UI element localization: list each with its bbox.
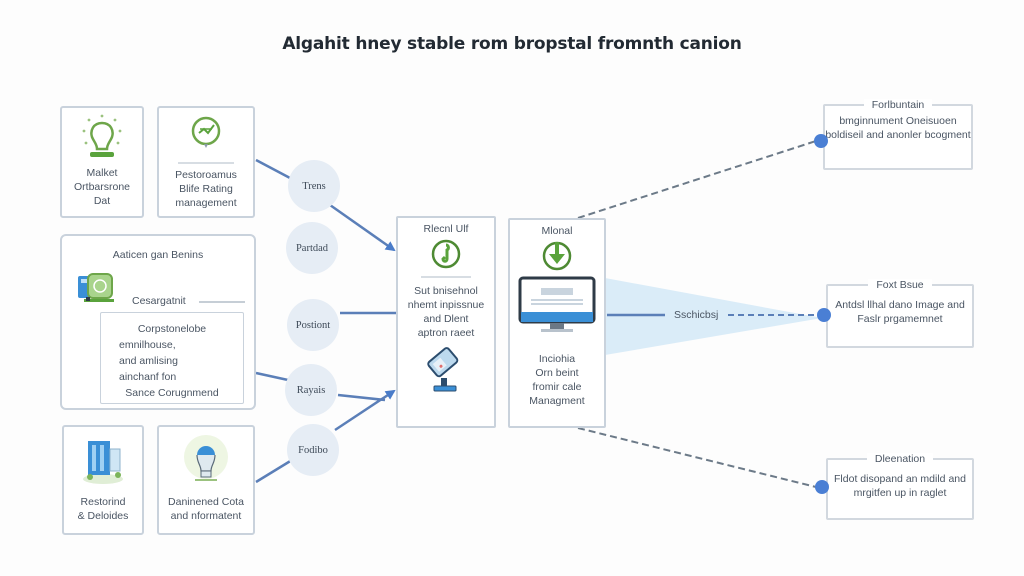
device-cluster-icon bbox=[74, 270, 118, 310]
monitor-icon bbox=[510, 272, 604, 338]
panel-line: Managment bbox=[529, 395, 585, 407]
detail-line: ainchanf fon bbox=[119, 371, 177, 383]
node-trens[interactable]: Trens bbox=[288, 160, 340, 212]
panel-line: and Dlent bbox=[423, 313, 469, 325]
node-label: Partdad bbox=[295, 242, 329, 254]
wire-panel-to-output-3 bbox=[577, 427, 817, 488]
output-line: and Faslr prgamemnet bbox=[857, 299, 965, 325]
card-label-line: Blife Rating bbox=[179, 183, 233, 195]
output-heading: Forlbuntain bbox=[825, 98, 971, 112]
group-heading: Aaticen gan Benins bbox=[112, 249, 204, 261]
wire-card-to-trens bbox=[255, 158, 291, 180]
node-label: Trens bbox=[302, 180, 326, 192]
group-detail-card: Corpstonelobe emnilhouse, and amlising a… bbox=[100, 312, 244, 404]
center-left-panel[interactable]: Rlecnl Ulf Sut bnisehnol nhemt inpissnue… bbox=[396, 216, 496, 428]
node-rayais[interactable]: Rayais bbox=[285, 364, 337, 416]
detail-line: Corpstonelobe bbox=[137, 323, 207, 335]
card-label-line: & Deloides bbox=[77, 510, 129, 522]
output-heading-text: Forlbuntain bbox=[863, 99, 933, 111]
card-restore-devices[interactable]: Restorind & Deloides bbox=[62, 425, 144, 535]
connector-dot-1[interactable] bbox=[814, 134, 828, 148]
card-label-line: Restorind bbox=[80, 496, 126, 508]
panel-line: fromir cale bbox=[532, 381, 582, 393]
panel-line: Sut bnisehnol bbox=[414, 285, 478, 297]
building-icon bbox=[64, 427, 142, 495]
output-line: bmginnument bbox=[839, 115, 903, 127]
diagram-title: Algahit hney stable rom bropstal fromnth… bbox=[282, 34, 742, 54]
seahorse-badge-icon bbox=[398, 236, 494, 272]
wire-trens-to-panel bbox=[329, 203, 396, 252]
card-data-information[interactable]: Daninened Cota and nformatent bbox=[157, 425, 255, 535]
card-label-line: Pestoroamus bbox=[175, 169, 237, 181]
output-heading: Dleenation bbox=[828, 452, 972, 466]
output-heading-text: Dleenation bbox=[866, 453, 934, 465]
card-label-line: and nformatent bbox=[170, 510, 242, 522]
center-right-panel[interactable]: Mlonal Inciohia Orn beint fromir cale Ma… bbox=[508, 218, 606, 428]
bulb-head-icon bbox=[159, 427, 253, 495]
output-box-3[interactable]: Dleenation Fldot disopand an mdild and m… bbox=[826, 453, 974, 520]
detail-line: emnilhouse, bbox=[119, 339, 176, 351]
node-label: Fodibo bbox=[298, 444, 328, 456]
output-line: and anonler bcogment bbox=[866, 129, 971, 141]
lightbulb-icon bbox=[62, 108, 142, 166]
node-label: Rayais bbox=[296, 384, 326, 396]
wire-card-to-fodibo bbox=[255, 458, 293, 484]
panel-heading: Rlecnl Ulf bbox=[423, 223, 469, 235]
wire-group-to-rayais bbox=[255, 371, 289, 382]
detail-line: and amlising bbox=[119, 355, 178, 367]
panel-line: nhemt inpissnue bbox=[407, 299, 485, 311]
panel-line: Inciohia bbox=[538, 353, 576, 365]
card-divider bbox=[178, 162, 234, 164]
wire-fodibo-to-panel bbox=[334, 389, 396, 432]
node-label: Postiont bbox=[295, 319, 331, 331]
output-heading-text: Foxt Bsue bbox=[868, 279, 932, 291]
output-line: Antdsl llhal dano Image bbox=[835, 299, 945, 311]
card-label-line: Ortbarsrone bbox=[73, 181, 131, 193]
subheading-rule bbox=[199, 301, 245, 303]
detail-line: Sance Corugnmend bbox=[125, 387, 219, 399]
wire-rayais-to-panel bbox=[337, 393, 386, 402]
signal-beam bbox=[605, 278, 822, 355]
panel-divider bbox=[421, 276, 471, 278]
group-subheading: Cesargatnit bbox=[132, 295, 186, 307]
connector-dot-2[interactable] bbox=[817, 308, 831, 322]
connector-dot-3[interactable] bbox=[815, 480, 829, 494]
output-box-1[interactable]: Forlbuntain bmginnument Oneisuoen boldis… bbox=[823, 99, 973, 170]
download-arrow-icon bbox=[510, 238, 604, 272]
card-label-line: Dat bbox=[93, 195, 111, 207]
check-badge-icon bbox=[159, 108, 253, 158]
panel-line: Orn beint bbox=[535, 367, 579, 379]
output-line: Fldot disopand an mdild bbox=[834, 473, 946, 485]
panel-heading: Mlonal bbox=[541, 225, 573, 237]
scanner-device-icon bbox=[398, 344, 494, 394]
node-partdad[interactable]: Partdad bbox=[286, 222, 338, 274]
card-label-line: management bbox=[175, 197, 237, 209]
card-market-data[interactable]: Malket Ortbarsrone Dat bbox=[60, 106, 144, 218]
panel-line: aptron raeet bbox=[417, 327, 475, 339]
wire-panel-to-output-1 bbox=[577, 140, 817, 219]
output-line: and mrgitfen up in raglet bbox=[853, 473, 966, 499]
node-fodibo[interactable]: Fodibo bbox=[287, 424, 339, 476]
output-box-2[interactable]: Foxt Bsue Antdsl llhal dano Image and Fa… bbox=[826, 279, 974, 348]
card-label-line: Daninened Cota bbox=[168, 496, 244, 508]
output-heading: Foxt Bsue bbox=[828, 278, 972, 292]
output-line: Oneisuoen boldiseil bbox=[825, 115, 957, 141]
group-card[interactable]: Aaticen gan Benins Cesargatnit Corpstone… bbox=[60, 234, 256, 410]
card-rating-management[interactable]: Pestoroamus Blife Rating management bbox=[157, 106, 255, 218]
node-postiont[interactable]: Postiont bbox=[287, 299, 339, 351]
card-label-line: Malket bbox=[86, 167, 118, 179]
beam-label: Sschicbsj bbox=[674, 309, 719, 321]
